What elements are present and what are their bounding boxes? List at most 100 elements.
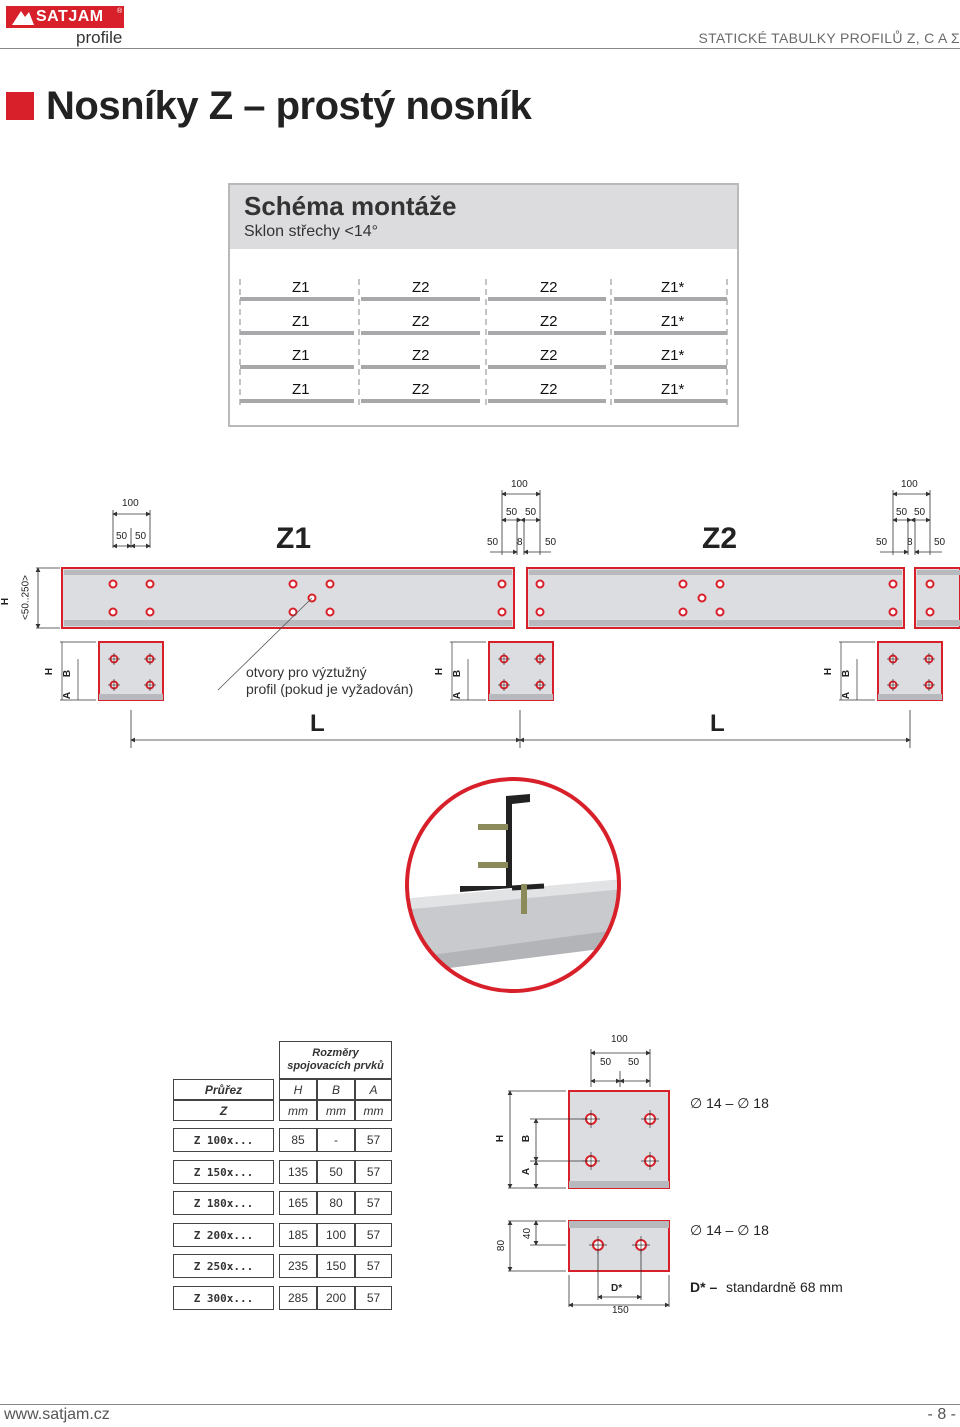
plate-a-label: A	[841, 691, 853, 700]
table-row-a: 57	[355, 1286, 392, 1310]
table-row-a: 57	[355, 1191, 392, 1215]
schema-title: Schéma montáže	[244, 191, 457, 221]
beam-h-label: H	[0, 597, 12, 606]
dim-label: 8	[907, 537, 913, 548]
page-title: Nosníky Z – prostý nosník	[46, 84, 532, 128]
reinforcement-note-line1: otvory pro výztužný	[246, 664, 367, 680]
dim-label: 50	[914, 507, 926, 518]
table-row-section: Z 150x...	[173, 1160, 274, 1184]
dim-label: 50	[545, 537, 557, 548]
table-row-b: 150	[317, 1254, 355, 1278]
table-col-a: A	[355, 1079, 392, 1100]
table-row-section: Z 250x...	[173, 1254, 274, 1278]
brand-logo: SATJAM ® profile	[6, 6, 124, 47]
plate-b-label: B	[452, 669, 464, 678]
beam-diagram	[35, 490, 960, 748]
d-note-value: standardně 68 mm	[726, 1279, 843, 1295]
footer-website-link[interactable]: www.satjam.cz	[4, 1406, 110, 1423]
table-group-header: Rozměry spojovacích prvků	[279, 1041, 392, 1079]
table-col-section-sub: Z	[173, 1100, 274, 1121]
dim-label: 100	[511, 479, 528, 490]
logo-mark-icon	[12, 11, 34, 25]
schema-header: Schéma montáže Sklon střechy <14°	[230, 185, 737, 249]
d-note-key: D* –	[690, 1279, 718, 1295]
schema-cell: Z2	[540, 347, 558, 364]
connection-detail-illustration	[405, 777, 621, 993]
table-row-b: 200	[317, 1286, 355, 1310]
schema-cell: Z2	[412, 313, 430, 330]
table-row-a: 57	[355, 1160, 392, 1184]
detail-h-label: H	[495, 1134, 507, 1143]
title-marker	[6, 92, 34, 120]
schema-cell: Z1*	[661, 381, 685, 398]
table-row-section: Z 180x...	[173, 1191, 274, 1215]
dim-label: 50	[525, 507, 537, 518]
header-divider	[0, 48, 960, 49]
table-unit: mm	[279, 1100, 317, 1121]
table-col-section: Průřez	[173, 1079, 274, 1100]
plate-b-label: B	[62, 669, 74, 678]
reinforcement-note-line2: profil (pokud je vyžadován)	[246, 681, 414, 697]
table-row-b: -	[317, 1128, 355, 1152]
logo-red-band	[6, 6, 124, 28]
table-row-section: Z 200x...	[173, 1223, 274, 1247]
table-row-h: 135	[279, 1160, 317, 1184]
logo-registered-mark: ®	[117, 8, 123, 15]
dim-label: 50	[116, 531, 128, 542]
dim-label: 100	[901, 479, 918, 490]
table-row-a: 57	[355, 1128, 392, 1152]
table-col-h: H	[279, 1079, 317, 1100]
schema-cell: Z1	[292, 279, 310, 296]
detail-dim-label: 50	[600, 1057, 612, 1068]
dim-label: 8	[517, 537, 523, 548]
schema-cell: Z1	[292, 381, 310, 398]
dim-label: 100	[122, 498, 139, 509]
page-number: - 8 -	[927, 1406, 956, 1423]
span-length-label: L	[310, 710, 325, 737]
dim-label: 50	[135, 531, 147, 542]
schema-cell: Z1	[292, 347, 310, 364]
schema-subtitle: Sklon střechy <14°	[244, 223, 379, 240]
detail-dim-label: 150	[612, 1305, 629, 1316]
plate-h-label: H	[434, 667, 446, 676]
schema-cell: Z1*	[661, 313, 685, 330]
table-row-a: 57	[355, 1223, 392, 1247]
plate-a-label: A	[452, 691, 464, 700]
plate-detail-diagram	[507, 1049, 670, 1308]
detail-a-label: A	[521, 1167, 533, 1176]
hole-spec-lower: ∅ 14 – ∅ 18	[690, 1222, 769, 1238]
detail-d-label: D*	[611, 1283, 623, 1294]
schema-cell: Z2	[540, 313, 558, 330]
detail-dim-label: 100	[611, 1034, 628, 1045]
schema-cell: Z1	[292, 313, 310, 330]
table-row-section: Z 300x...	[173, 1286, 274, 1310]
dim-label: 50	[487, 537, 499, 548]
table-unit: mm	[355, 1100, 392, 1121]
table-row-h: 235	[279, 1254, 317, 1278]
schema-cell: Z2	[412, 347, 430, 364]
plate-a-label: A	[62, 691, 74, 700]
beam-z2-label: Z2	[702, 522, 738, 555]
logo-brand-text: SATJAM	[36, 8, 104, 25]
table-row-section: Z 100x...	[173, 1128, 274, 1152]
schema-cell: Z2	[412, 381, 430, 398]
schema-cell: Z2	[540, 381, 558, 398]
assembly-schema: Schéma montáže Sklon střechy <14° Z1 Z2 …	[228, 183, 739, 427]
table-row-b: 100	[317, 1223, 355, 1247]
schema-cell: Z2	[540, 279, 558, 296]
table-unit: mm	[317, 1100, 355, 1121]
detail-dim-label: 50	[628, 1057, 640, 1068]
detail-dim-label: 80	[496, 1239, 508, 1252]
span-length-label: L	[710, 710, 725, 737]
dim-label: 50	[506, 507, 518, 518]
detail-dim-label: 40	[522, 1227, 534, 1240]
table-row-b: 50	[317, 1160, 355, 1184]
logo-brand-sub: profile	[76, 28, 123, 47]
table-col-b: B	[317, 1079, 355, 1100]
table-row-h: 285	[279, 1286, 317, 1310]
dim-label: 50	[896, 507, 908, 518]
plate-h-label: H	[823, 667, 835, 676]
footer-divider	[0, 1404, 960, 1405]
schema-cell: Z1*	[661, 347, 685, 364]
dim-label: 50	[934, 537, 946, 548]
